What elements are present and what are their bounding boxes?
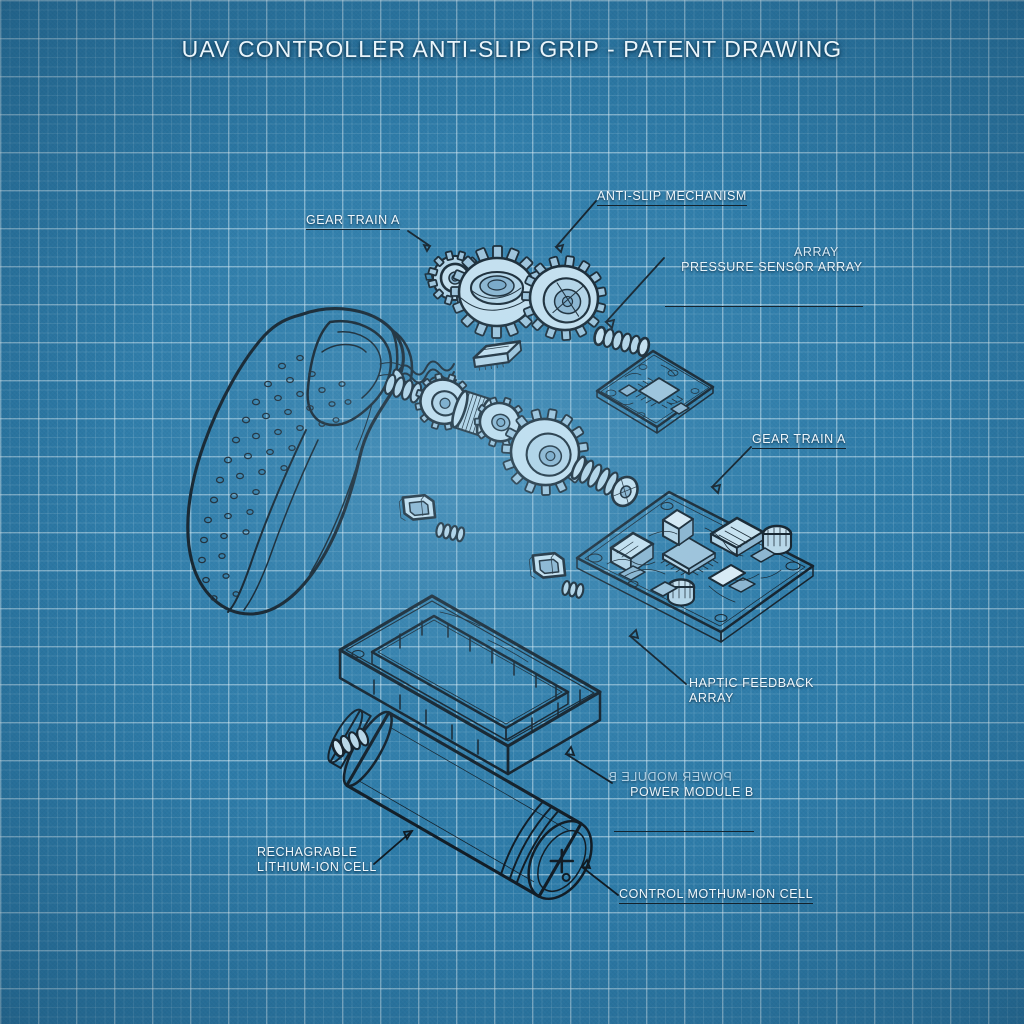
callout-haptic-feedback-array: HAPTIC FEEDBACK ARRAY <box>689 676 814 705</box>
callout-pressure-sensor-array-text: PRESSURE SENSOR ARRAY <box>681 260 863 274</box>
part-sprocket-gear-top <box>521 255 607 342</box>
part-spring-small-a <box>435 522 466 543</box>
gear-teeth <box>450 245 544 339</box>
callout-power-module-text: POWER MODULE B <box>630 785 754 799</box>
bezel-ribs <box>399 620 557 700</box>
callout-power-module-overlay: POWER MODULE B <box>608 770 732 784</box>
part-shaft-gear-assembly <box>383 372 526 448</box>
part-coil-spring-grip <box>392 360 457 392</box>
callout-pressure-sensor-array-overlay: ARRAY <box>794 245 839 259</box>
part-sensor-pcb <box>595 349 715 434</box>
sensor-ic <box>635 377 683 409</box>
part-main-pcb <box>575 490 815 643</box>
battery-terminal-plus <box>549 848 575 874</box>
callout-pressure-sensor-array: PRESSURE SENSOR ARRAY ARRAY <box>665 245 863 307</box>
callout-power-module: POWER MODULE B POWER MODULE B <box>608 770 754 832</box>
part-chip-block <box>472 340 523 371</box>
part-large-gear-top <box>450 245 544 339</box>
part-bracket-small-2 <box>528 551 567 579</box>
part-housing-bezel <box>338 594 602 776</box>
callout-anti-slip-mechanism: ANTI-SLIP MECHANISM <box>597 189 747 206</box>
callout-gear-train-a-lower: GEAR TRAIN A <box>752 432 846 449</box>
part-bracket-small-1 <box>398 493 437 521</box>
assembly-spring <box>383 373 423 404</box>
part-grip-shell <box>186 307 414 616</box>
part-spring-battery <box>331 727 370 758</box>
callout-rechagrable-lithium-ion-cell: RECHAGRABLE LITHIUM-ION CELL <box>257 845 377 874</box>
page-title: UAV CONTROLLER ANTI-SLIP GRIP - PATENT D… <box>181 36 843 62</box>
callout-control-motherboard: CONTROL MOTHUM-ION CELL <box>619 887 814 904</box>
part-bevel-gear-shaft <box>501 408 639 508</box>
gear-teeth <box>427 250 483 306</box>
pcb-main-ic <box>660 537 719 576</box>
gear-teeth <box>521 255 607 342</box>
part-small-gear-top <box>424 250 483 306</box>
anti-slip-dimples <box>198 354 352 601</box>
callout-gear-train-a-upper: GEAR TRAIN A <box>306 213 400 230</box>
pcb-connectors <box>609 508 793 607</box>
part-coil-spring-upper <box>593 325 651 357</box>
part-spring-small-b <box>561 580 585 599</box>
pcb-traces <box>598 527 782 603</box>
gear-teeth <box>501 408 589 496</box>
part-battery-cell <box>327 708 593 901</box>
